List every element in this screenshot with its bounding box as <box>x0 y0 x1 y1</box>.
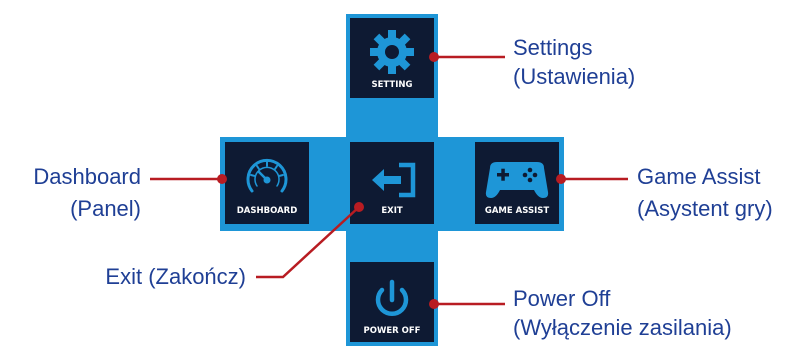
dashboard-callout-subtitle: (Panel) <box>70 196 141 221</box>
game-assist-dot <box>556 174 566 184</box>
dashboard-tile[interactable]: DASHBOARD <box>225 142 309 224</box>
exit-tile-label: EXIT <box>381 206 403 216</box>
exit-callout-title: Exit (Zakończ) <box>105 264 246 289</box>
power-off-callout-subtitle: (Wyłączenie zasilania) <box>513 315 732 340</box>
power-icon <box>375 279 409 317</box>
game-assist-callout-subtitle: (Asystent gry) <box>637 196 773 221</box>
setting-tile-label: SETTING <box>372 80 413 90</box>
setting-tile[interactable]: SETTING <box>350 18 434 98</box>
gamepad-icon <box>485 162 549 198</box>
settings-callout-subtitle: (Ustawienia) <box>513 64 635 89</box>
settings-dot <box>429 52 439 62</box>
game-assist-tile-label: GAME ASSIST <box>485 206 550 216</box>
dashboard-dot <box>217 174 227 184</box>
settings-callout-title: Settings <box>513 35 593 60</box>
gear-icon <box>370 30 414 74</box>
exit-tile[interactable]: EXIT <box>350 142 434 224</box>
power-off-dot <box>429 299 439 309</box>
power-off-tile-label: POWER OFF <box>364 326 421 336</box>
game-assist-tile[interactable]: GAME ASSIST <box>475 142 559 224</box>
power-off-tile[interactable]: POWER OFF <box>350 262 434 342</box>
leader-dots <box>217 52 566 309</box>
exit-leader <box>256 206 360 279</box>
leader-lines <box>150 55 628 306</box>
dashboard-callout-title: Dashboard <box>33 164 141 189</box>
exit-door-icon <box>372 162 416 198</box>
speedometer-icon <box>246 158 288 193</box>
exit-dot <box>354 202 364 212</box>
power-off-callout-title: Power Off <box>513 286 611 311</box>
game-assist-callout-title: Game Assist <box>637 164 760 189</box>
dashboard-tile-label: DASHBOARD <box>237 206 298 216</box>
